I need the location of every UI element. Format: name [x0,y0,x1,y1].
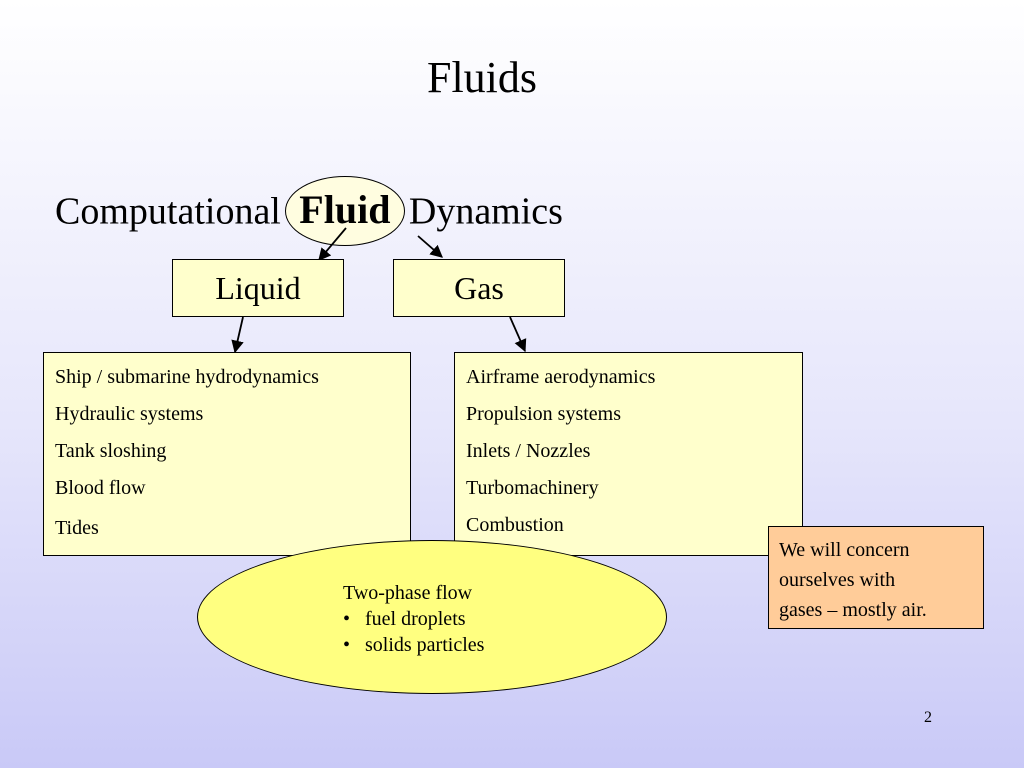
two-phase-item: fuel droplets [343,606,484,632]
fluid-word: Fluid [299,187,391,232]
liquid-application-item: Tank sloshing [55,440,167,462]
liquid-application-item: Hydraulic systems [55,403,204,425]
two-phase-text: Two-phase flow fuel droplets solids part… [343,580,484,658]
note-box: We will concern ourselves with gases – m… [768,526,984,629]
note-line: gases – mostly air. [779,599,927,621]
gas-application-item: Turbomachinery [466,477,599,499]
cfd-suffix: Dynamics [408,190,563,233]
arrow-gas-to-apps [509,316,527,353]
gas-application-item: Combustion [466,514,564,536]
two-phase-item: solids particles [343,632,484,658]
fluid-oval: Fluid [284,176,405,246]
page-number: 2 [924,709,932,726]
cfd-heading: Computational Fluid Dynamics [55,176,563,246]
liquid-application-item: Tides [55,517,99,539]
slide-title: Fluids [426,53,538,102]
gas-applications-box: Airframe aerodynamics Propulsion systems… [454,352,803,556]
cfd-prefix: Computational [55,190,281,233]
gas-application-item: Airframe aerodynamics [466,366,656,388]
two-phase-heading: Two-phase flow [343,582,473,604]
gas-application-item: Inlets / Nozzles [466,440,591,462]
liquid-box: Liquid [172,259,344,317]
arrow-fluid-to-gas [417,235,443,258]
gas-application-item: Propulsion systems [466,403,622,425]
note-line: We will concern [779,539,910,561]
note-line: ourselves with [779,569,896,591]
liquid-application-item: Ship / submarine hydrodynamics [55,366,319,388]
two-phase-item-text: solids particles [365,634,485,656]
liquid-application-item: Blood flow [55,477,146,499]
two-phase-list: fuel droplets solids particles [343,606,484,658]
two-phase-item-text: fuel droplets [365,608,466,630]
liquid-applications-box: Ship / submarine hydrodynamics Hydraulic… [43,352,411,556]
arrow-liquid-to-apps [231,316,244,354]
gas-box: Gas [393,259,565,317]
